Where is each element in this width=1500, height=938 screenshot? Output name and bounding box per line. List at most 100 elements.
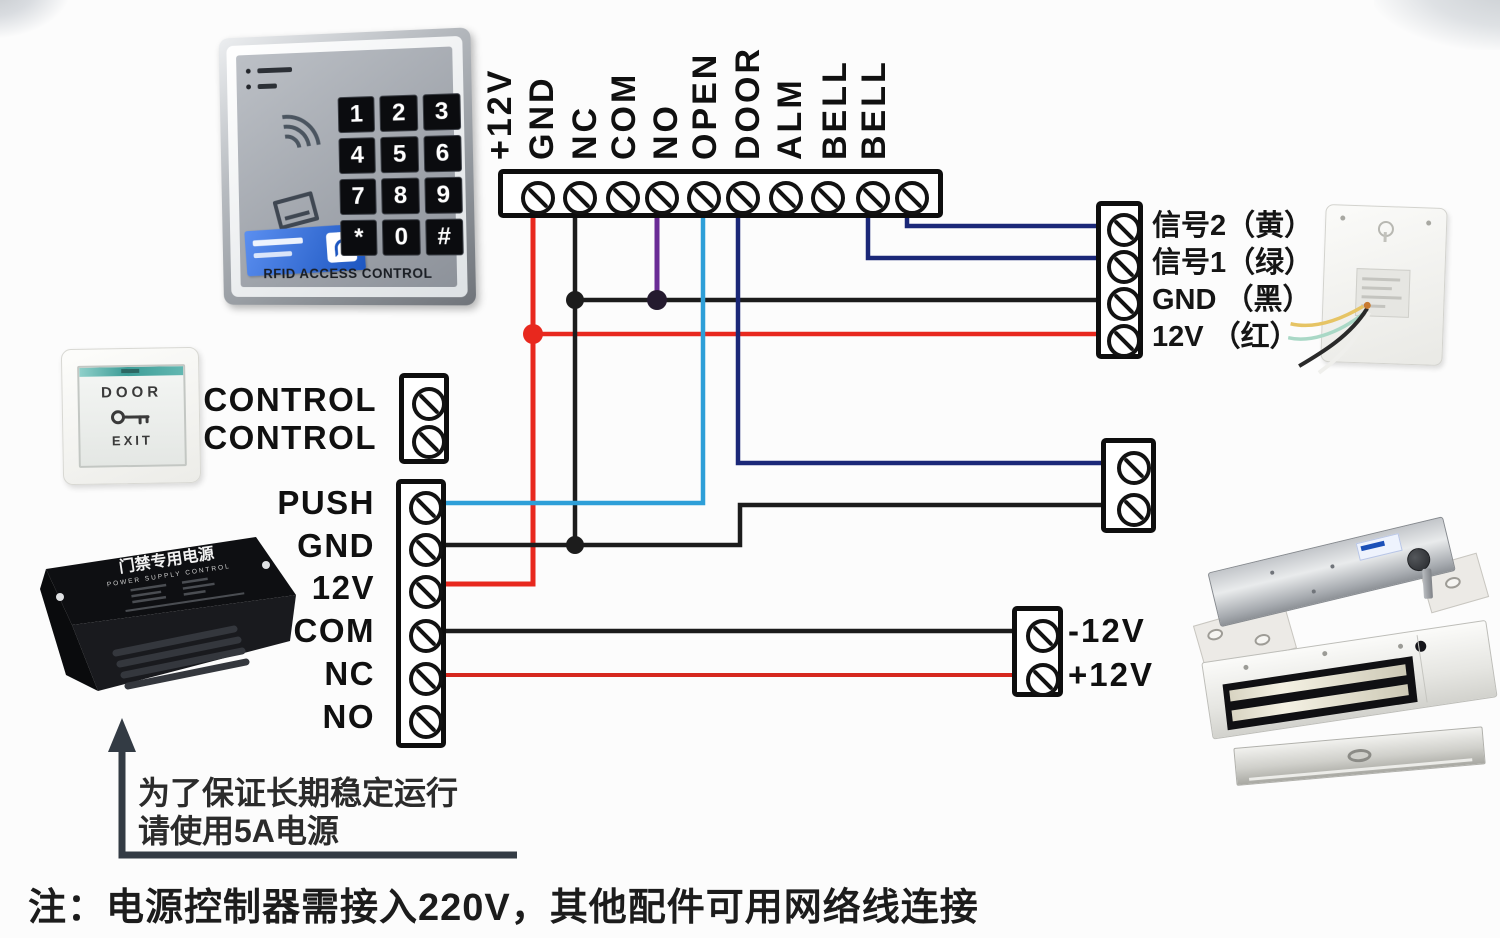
led-indicator: [245, 68, 251, 74]
junction-black-1: [566, 291, 584, 309]
psu-top-face: [46, 537, 296, 625]
led-indicator: [246, 84, 252, 90]
terminal-screw: [895, 181, 929, 215]
maglock-hole: [1414, 640, 1428, 653]
magnetic-lock: [1201, 619, 1500, 802]
signal-label-12v: 12V （红）: [1152, 321, 1299, 353]
terminal-screw: [1026, 663, 1060, 697]
wire-darkblue-open: [735, 200, 1106, 466]
lock-terminal-block: [1101, 438, 1156, 533]
key-8: 8: [381, 177, 420, 215]
armature-plate: [1233, 726, 1486, 786]
controller-terminal-block: [498, 169, 943, 218]
terminal-label-alm: ALM: [771, 77, 809, 160]
terminal-screw: [856, 181, 890, 215]
terminal-screw: [1117, 493, 1151, 527]
junction-black-2: [647, 290, 667, 310]
key-2: 2: [379, 94, 418, 133]
bolt-pin: [1422, 568, 1434, 599]
exit-button-stripe: [79, 366, 184, 377]
door-exit-button: DOOR EXIT: [60, 346, 202, 486]
exit-button-exit-text: EXIT: [111, 432, 154, 449]
terminal-label-bell2: BELL: [855, 59, 893, 160]
terminal-screw: [1107, 213, 1141, 247]
psu-vents: [112, 625, 250, 690]
stability-note-line2: 请使用5A电源: [138, 813, 339, 849]
power-terminal-block: [396, 479, 446, 748]
terminal-screw: [726, 181, 760, 215]
hanger-hole-icon: [1377, 220, 1395, 238]
key-6: 6: [423, 134, 463, 173]
psu-left-face: [40, 569, 98, 691]
terminal-label-com: COM: [605, 71, 643, 160]
terminal-screw: [412, 387, 446, 421]
junction-red: [523, 324, 543, 344]
key-5: 5: [380, 136, 419, 174]
terminal-screw: [409, 491, 443, 525]
power-label-12v: 12V: [311, 569, 375, 606]
keypad-keys: 1 2 3 4 5 6 7 8 9 * 0 #: [337, 93, 464, 257]
terminal-screw: [1117, 451, 1151, 485]
psu-spec-lines: [125, 577, 245, 613]
dc-terminal-block: [1012, 606, 1063, 697]
terminal-screw: [409, 662, 443, 696]
signal-label-2: 信号2（黄）: [1152, 210, 1314, 242]
led-indicator-text: [257, 67, 293, 74]
power-label-push: PUSH: [277, 484, 375, 521]
wire-black-gnd-lock: [444, 502, 1106, 548]
terminal-screw: [409, 575, 443, 609]
key-star: *: [340, 219, 378, 257]
terminal-screw: [1107, 287, 1141, 321]
wire-darkblue-bell1: [865, 212, 1100, 261]
keypad-brand-text: RFID ACCESS CONTROL: [263, 265, 433, 282]
note-pointer-line: [118, 744, 517, 859]
key-3: 3: [422, 93, 462, 131]
key-icon: [111, 410, 150, 425]
psu-front-face: [72, 595, 296, 691]
terminal-label-gnd: GND: [523, 75, 561, 160]
psu-screw-hole: [56, 593, 64, 601]
bottom-note: 注：电源控制器需接入220V，其他配件可用网络线连接: [28, 887, 979, 929]
terminal-label-door: DOOR: [729, 46, 767, 160]
terminal-screw: [606, 181, 640, 215]
terminal-screw: [687, 181, 721, 215]
bolt-lock-label: [1355, 533, 1403, 561]
terminal-screw: [409, 533, 443, 567]
key-1: 1: [337, 95, 376, 134]
keypad-panel: 1 2 3 4 5 6 7 8 9 * 0 # RFID ACCESS CONT…: [236, 46, 464, 288]
stability-note-line1: 为了保证长期稳定运行: [138, 775, 459, 811]
control-label-1: CONTROL: [203, 381, 377, 418]
terminal-screw: [811, 181, 845, 215]
dc-label-minus12v: -12V: [1068, 612, 1146, 649]
control-label-2: CONTROL: [203, 419, 377, 456]
terminal-label-no: NO: [647, 103, 685, 160]
access-control-keypad: 1 2 3 4 5 6 7 8 9 * 0 # RFID ACCESS CONT…: [218, 27, 477, 306]
exit-button-door-text: DOOR: [100, 383, 163, 402]
key-7: 7: [339, 178, 378, 216]
power-label-nc: NC: [324, 655, 375, 692]
terminal-label-open: OPEN: [686, 51, 724, 160]
terminal-screw: [412, 425, 446, 459]
power-label-com: COM: [293, 612, 375, 649]
key-hash: #: [424, 218, 464, 256]
terminal-label-12v: +12V: [481, 67, 519, 160]
signal-label-gnd: GND （黑）: [1152, 284, 1312, 316]
note-pointer-arrow-icon: [108, 718, 136, 752]
exit-button-plate: DOOR EXIT: [77, 364, 187, 468]
terminal-screw: [769, 181, 803, 215]
terminal-screw: [1107, 324, 1141, 358]
wire-lightblue-no-push: [444, 200, 706, 506]
terminal-screw: [645, 181, 679, 215]
rfid-card-icon: [272, 190, 320, 231]
power-label-no: NO: [322, 698, 375, 735]
maglock-magnet-face: [1222, 656, 1418, 731]
signal-terminal-block: [1096, 201, 1143, 359]
terminal-screw: [409, 705, 443, 739]
junction-black-3: [566, 536, 584, 554]
led-indicator-text: [257, 83, 277, 90]
key-4: 4: [338, 137, 377, 175]
key-0: 0: [382, 219, 421, 256]
terminal-screw: [563, 181, 597, 215]
